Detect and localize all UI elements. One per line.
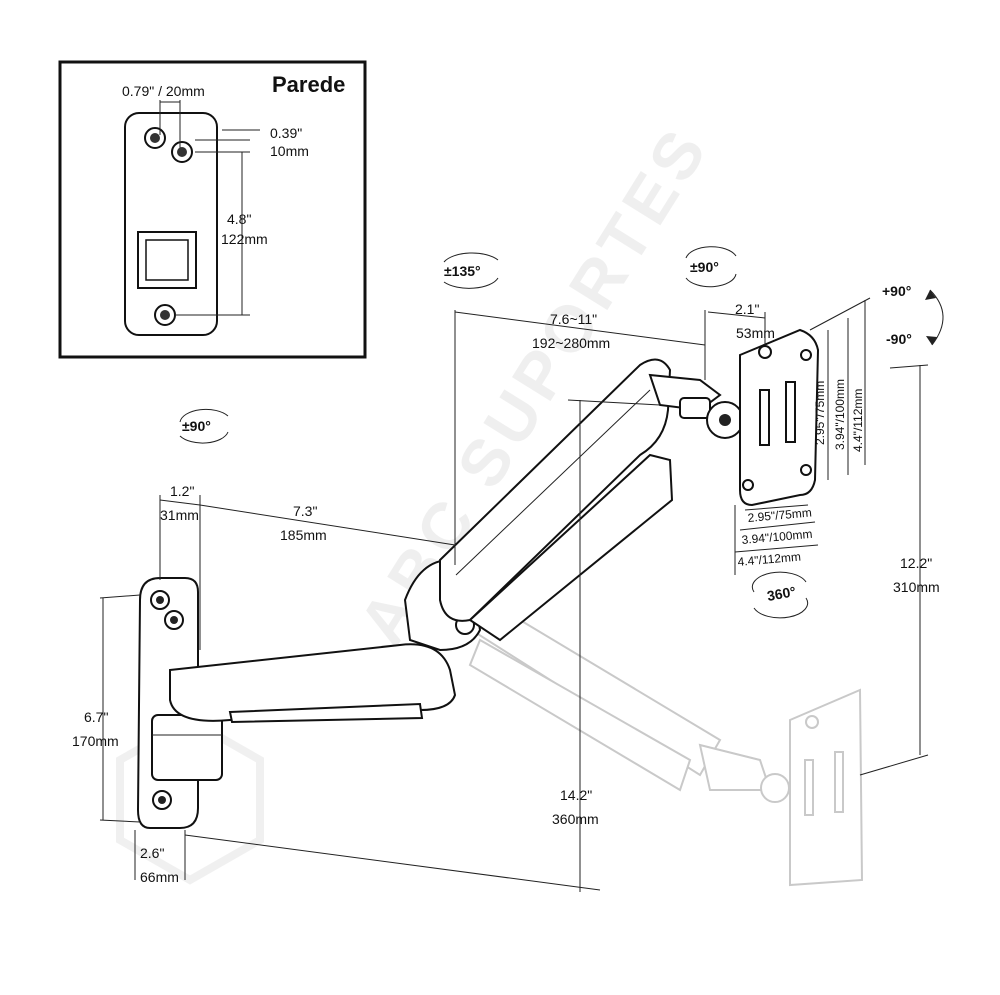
vesa-100-horizontal: 3.94"/100mm [741, 527, 813, 547]
inset-title: Parede [272, 72, 345, 97]
vesa-75-vertical: 2.95"/75mm [813, 381, 827, 445]
plate-height-in: 6.7" [84, 709, 108, 725]
wall-plate-inset: Parede 0.79" / 20mm 0.39" 10mm 4.8" 122m… [58, 60, 367, 359]
plate-width-in: 2.6" [140, 845, 164, 861]
head-in: 2.1" [735, 301, 759, 317]
rotation-badges: ±90° ±135° ±90° +90° -90° 360° [179, 246, 944, 619]
rotation-360: 360° [751, 571, 809, 619]
base-depth-in: 1.2" [170, 483, 194, 499]
vesa-plate [739, 328, 820, 507]
inset-hole-spacing-label: 0.79" / 20mm [122, 83, 205, 99]
rotation-arm-joint-label: ±135° [444, 263, 481, 279]
vesa-100-vertical: 3.94"/100mm [833, 379, 847, 450]
rotation-360-label: 360° [766, 583, 797, 604]
inset-hole-offset-in: 0.39" [270, 125, 302, 141]
inset-square-cutout [137, 231, 197, 289]
inset-height-in: 4.8" [227, 211, 251, 227]
upper-arm-body [439, 358, 672, 622]
lower-arm [169, 643, 457, 724]
dimension-lines [99, 297, 929, 892]
rotation-arm-base-label: ±90° [182, 418, 211, 434]
rotation-tilt-up-label: +90° [882, 283, 911, 299]
drop-mm: 360mm [552, 811, 599, 827]
rotation-tilt-down-label: -90° [886, 331, 912, 347]
vesa-112-horizontal: 4.4"/112mm [737, 550, 801, 569]
height-range-mm: 310mm [893, 579, 940, 595]
head-mm: 53mm [736, 325, 775, 341]
inset-hole-offset-mm: 10mm [270, 143, 309, 159]
rotation-arm-base: ±90° [179, 408, 229, 444]
rotation-arm-joint: ±135° [443, 252, 499, 289]
rotation-head-swivel: ±90° [685, 246, 737, 288]
upper-arm-in: 7.6~11" [550, 311, 597, 327]
vesa-75-horizontal: 2.95"/75mm [747, 505, 812, 525]
lower-arm-mm: 185mm [280, 527, 327, 543]
vesa-plate-body [739, 328, 820, 507]
rotation-head-swivel-label: ±90° [690, 259, 719, 275]
wall-plate [136, 577, 223, 829]
inset-plate [124, 112, 218, 336]
dimension-labels: 1.2" 31mm 7.3" 185mm 7.6~11" 192~280mm 2… [72, 301, 940, 885]
rotation-tilt: +90° -90° [882, 283, 944, 347]
lower-arm-in: 7.3" [293, 503, 317, 519]
height-range-in: 12.2" [900, 555, 932, 571]
drop-in: 14.2" [560, 787, 592, 803]
base-pivot [151, 714, 223, 781]
plate-height-mm: 170mm [72, 733, 119, 749]
ghost-vesa-plate [789, 688, 864, 887]
base-depth-mm: 31mm [160, 507, 199, 523]
plate-width-mm: 66mm [140, 869, 179, 885]
inset-height-mm: 122mm [221, 231, 268, 247]
vesa-112-vertical: 4.4"/112mm [851, 389, 865, 452]
tilt-head [648, 373, 744, 439]
upper-arm-mm: 192~280mm [532, 335, 610, 351]
upper-arm [439, 358, 674, 642]
